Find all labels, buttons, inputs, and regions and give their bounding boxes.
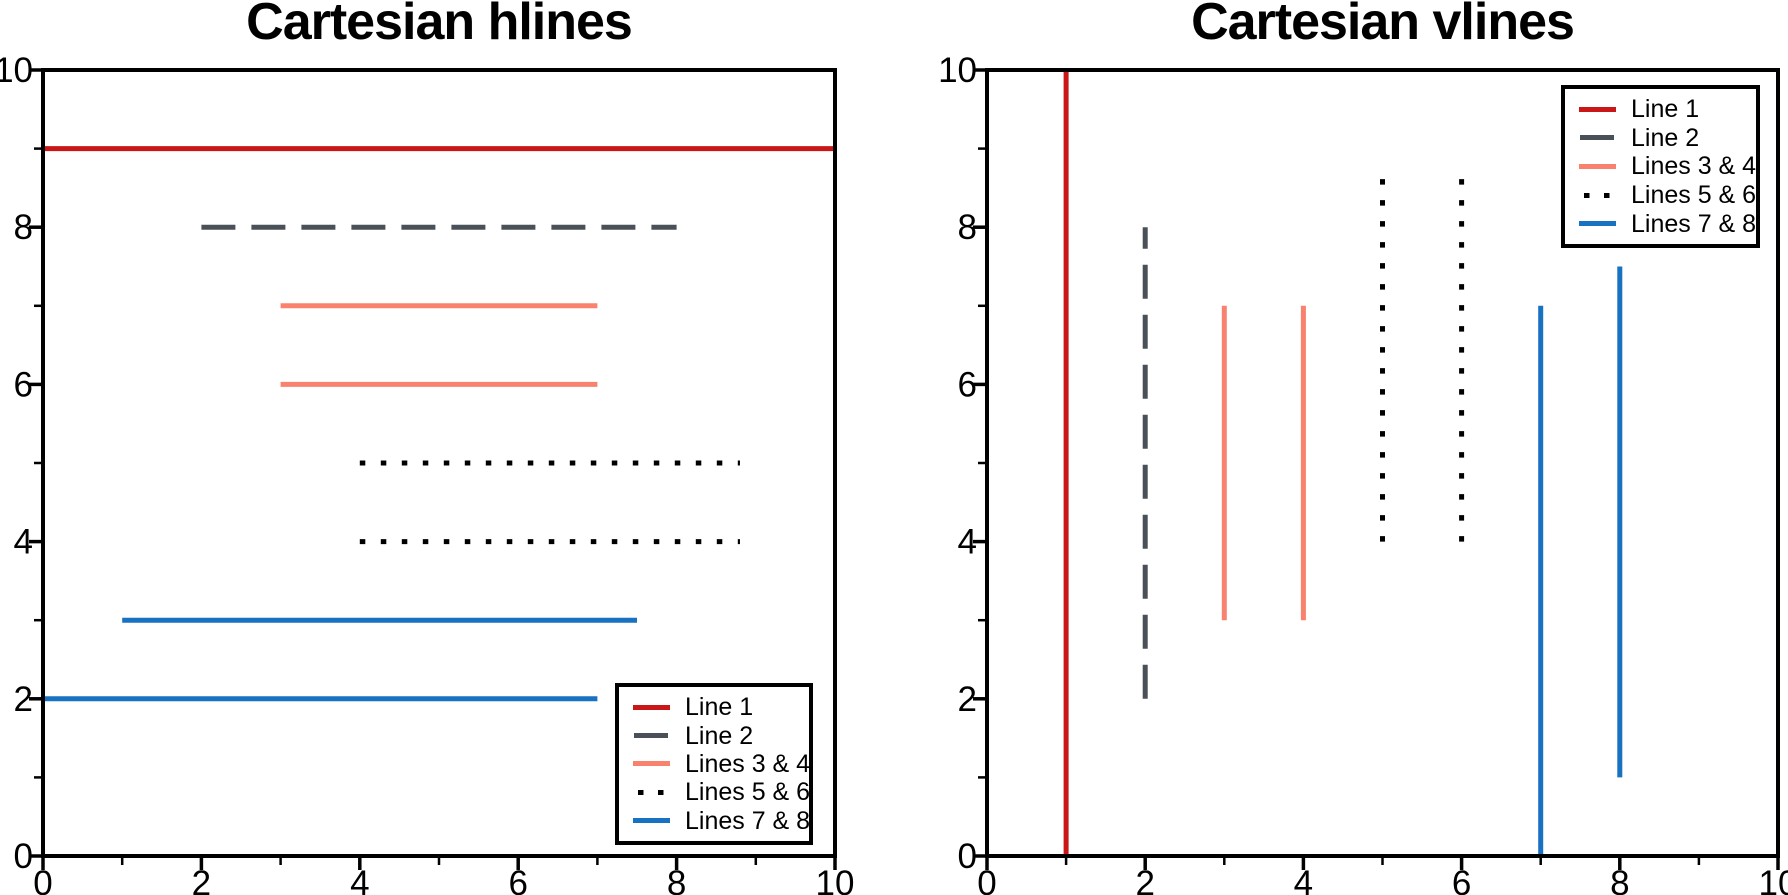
legend-item: Lines 5 & 6 — [627, 778, 810, 806]
y-tick-label: 4 — [958, 523, 977, 562]
legend-item: Lines 7 & 8 — [627, 807, 810, 835]
legend-label: Line 2 — [1631, 123, 1700, 152]
hlines-chart: Cartesian hlines 0 2 4 6 8 10 0 2 4 6 8 10 Line 1 L… — [0, 0, 855, 895]
legend-item: Lines 3 & 4 — [627, 750, 810, 778]
x-tick-label: 2 — [192, 864, 211, 895]
legend-item: Lines 7 & 8 — [1573, 210, 1756, 238]
legend-item: Line 2 — [1573, 124, 1748, 152]
y-tick-label: 2 — [958, 680, 977, 719]
legend-label: Lines 3 & 4 — [1631, 152, 1757, 181]
x-tick-label: 10 — [816, 864, 855, 895]
x-tick-label: 10 — [1759, 864, 1788, 895]
legend-label: Line 2 — [685, 721, 754, 750]
hlines-plot-area: 0 2 4 6 8 10 0 2 4 6 8 10 — [0, 51, 855, 895]
legend-swatch-solid — [633, 818, 670, 824]
x-tick-label: 8 — [667, 864, 686, 895]
legend-label: Lines 5 & 6 — [1631, 181, 1757, 210]
y-tick-label: 4 — [14, 523, 33, 562]
legend: Line 1 Line 2 Lines 3 & 4 Lines 5 & 6 Li… — [1561, 85, 1760, 248]
y-tick-label: 0 — [14, 837, 33, 876]
x-tick-label: 0 — [977, 864, 996, 895]
y-tick-label: 10 — [0, 51, 33, 90]
legend-item: Line 1 — [627, 693, 801, 721]
legend-swatch-dotted — [638, 789, 664, 795]
legend-item: Lines 3 & 4 — [1573, 152, 1756, 180]
vlines-plot-area: 0 2 4 6 8 10 0 2 4 6 8 10 — [938, 51, 1788, 895]
legend-swatch-solid — [633, 704, 670, 710]
legend-swatch-solid — [1579, 221, 1616, 227]
x-tick-label: 8 — [1610, 864, 1629, 895]
axes-spine — [985, 68, 1780, 858]
legend-swatch-solid — [1579, 163, 1616, 169]
y-tick-label: 8 — [14, 208, 33, 247]
legend-item: Lines 5 & 6 — [1573, 181, 1756, 209]
vlines-chart: Cartesian vlines 0 2 4 6 8 10 0 2 4 6 8 10 Line 1 L… — [894, 0, 1788, 895]
chart-title: Cartesian hlines — [246, 0, 633, 51]
legend-item: Line 1 — [1573, 95, 1748, 123]
legend-label: Lines 7 & 8 — [1631, 209, 1757, 238]
chart-title: Cartesian vlines — [1191, 0, 1575, 51]
y-tick-label: 6 — [14, 365, 33, 404]
y-tick-label: 10 — [938, 51, 977, 90]
legend-swatch-dashed — [634, 733, 668, 739]
x-tick-label: 0 — [33, 864, 52, 895]
y-tick-label: 6 — [958, 365, 977, 404]
legend-swatch-dashed — [1580, 135, 1614, 141]
y-tick-label: 0 — [958, 837, 977, 876]
legend-item: Line 2 — [627, 722, 801, 750]
x-tick-label: 6 — [1452, 864, 1471, 895]
legend-label: Line 1 — [1631, 95, 1700, 124]
x-tick-label: 4 — [350, 864, 369, 895]
legend-label: Lines 7 & 8 — [685, 806, 811, 835]
x-tick-label: 6 — [508, 864, 527, 895]
y-tick-label: 2 — [14, 680, 33, 719]
legend-swatch-dotted — [1584, 192, 1610, 198]
legend-label: Lines 3 & 4 — [685, 749, 811, 778]
axes-spine — [41, 68, 837, 858]
x-tick-label: 2 — [1135, 864, 1154, 895]
legend-label: Lines 5 & 6 — [685, 778, 811, 807]
legend-swatch-solid — [1579, 106, 1616, 112]
legend-swatch-solid — [633, 761, 670, 767]
y-tick-label: 8 — [958, 208, 977, 247]
x-tick-label: 4 — [1294, 864, 1313, 895]
legend: Line 1 Line 2 Lines 3 & 4 Lines 5 & 6 Li… — [615, 683, 813, 845]
legend-label: Line 1 — [685, 693, 754, 722]
